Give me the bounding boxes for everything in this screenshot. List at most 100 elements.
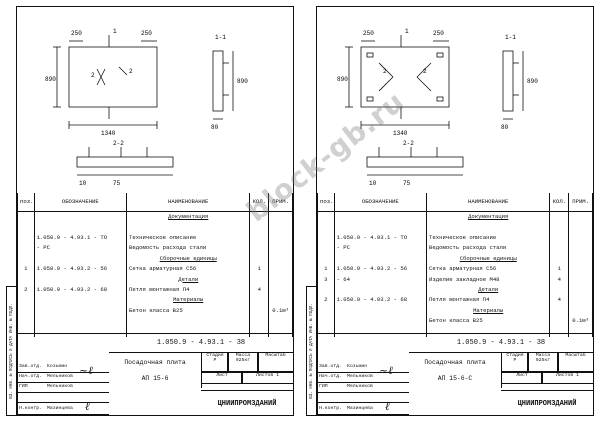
spec-cell-pos (17, 232, 35, 244)
spec-cell-name: Техническое описание (426, 232, 551, 244)
sheets-cell: Листов 1 (241, 372, 294, 384)
spec-cell-qty: 4 (549, 295, 570, 306)
dim-offset-right: 250 (433, 30, 444, 37)
spec-cell-note (568, 211, 593, 223)
strip-dim-left: 10 (369, 180, 377, 187)
rebar-mark-2: 2 (423, 68, 427, 75)
spec-cell-code (33, 222, 128, 233)
title-block-left: 1.050.9 - 4.93.1 - 38 Зав.отд.Козьмин На… (17, 333, 294, 416)
spec-cell-pos: 3 (317, 274, 335, 285)
spec-cell-qty (549, 222, 570, 233)
spec-cell-qty: 4 (249, 284, 270, 296)
spec-cell-qty: 1 (549, 263, 570, 275)
rebar-mark: 2 (383, 68, 387, 75)
doc-code: 1.050.9 - 4.93.1 - 38 (109, 334, 293, 353)
section-mark: 1 (405, 28, 409, 35)
rebar-mark: 2 (91, 72, 95, 79)
spec-row (317, 326, 593, 337)
sheet-cell: Лист (501, 372, 543, 384)
header-qty: КОЛ. (549, 193, 570, 212)
spec-header-row: поз. ОБОЗНАЧЕНИЕ НАИМЕНОВАНИЕ КОЛ. ПРИМ. (317, 193, 593, 212)
spec-row: Документация (17, 211, 293, 223)
side-strip-right: ВЗ. ИНВ. № ПОДПИСЬ И ДАТА ИНВ. № ПОДЛ. (306, 286, 318, 416)
spec-cell-qty (249, 295, 270, 306)
spec-cell-qty: 1 (249, 263, 270, 275)
spec-cell-name: Документация (426, 211, 551, 223)
spec-cell-note (268, 232, 293, 244)
spec-cell-qty (549, 326, 570, 337)
spec-cell-name: Сборочные единицы (126, 253, 251, 264)
spec-cell-qty (249, 326, 270, 337)
spec-cell-note (568, 295, 593, 306)
header-note: ПРИМ. (568, 193, 593, 212)
spec-cell-code: - РС (333, 243, 428, 254)
spec-cell-qty (549, 232, 570, 244)
spec-cell-qty (249, 274, 270, 285)
signature: ~ℓ (379, 364, 393, 377)
section-label: 1-1 (215, 34, 226, 41)
spec-cell-pos: 1 (317, 263, 335, 275)
spec-cell-note (568, 305, 593, 316)
drawing-plan-right: 250 250 1 1340 890 2 2 1-1 890 80 2-2 10… (337, 28, 538, 187)
person-row: Нач.отд.Мельников (317, 372, 409, 383)
spec-cell-code (33, 326, 128, 337)
header-code: ОБОЗНАЧЕНИЕ (33, 193, 128, 212)
signature: ℓ (385, 400, 390, 413)
spec-cell-pos (317, 211, 335, 223)
section-width: 80 (211, 124, 219, 131)
person-row: Н.контр.Мазинцева (317, 404, 409, 415)
spec-cell-name: Ведомость расхода стали (126, 243, 251, 254)
spec-cell-code (333, 284, 428, 296)
spec-cell-qty (249, 315, 270, 327)
spec-cell-note (568, 326, 593, 337)
spec-table-left: поз. ОБОЗНАЧЕНИЕ НАИМЕНОВАНИЕ КОЛ. ПРИМ.… (17, 193, 293, 337)
strip-label: 2-2 (403, 140, 414, 147)
spec-cell-pos (317, 222, 335, 233)
spec-cell-code (333, 305, 428, 316)
spec-cell-note (268, 222, 293, 233)
spec-row: Материалы (317, 305, 593, 316)
spec-cell-name: Сетка арматурная С56 (426, 263, 551, 275)
spec-cell-note (268, 284, 293, 296)
spec-cell-name: Детали (426, 284, 551, 296)
sheet-left: 250 250 1 1340 890 2 2 1-1 890 80 2-2 10… (16, 6, 294, 416)
sheets-cell: Листов 1 (541, 372, 594, 384)
spec-cell-pos (17, 243, 35, 254)
spec-cell-code (333, 211, 428, 223)
section-label: 1-1 (505, 34, 516, 41)
product-name: Посадочная плита АП 15-6 (109, 352, 202, 388)
side-strip-text: ВЗ. ИНВ. № ПОДПИСЬ И ДАТА ИНВ. № ПОДЛ. (10, 303, 14, 399)
spec-cell-note (268, 263, 293, 275)
header-name: НАИМЕНОВАНИЕ (126, 193, 251, 212)
dim-plan-width: 1340 (101, 130, 116, 137)
spec-cell-pos (17, 305, 35, 316)
dim-offset-left: 250 (363, 30, 374, 37)
spec-row: Сборочные единицы (317, 253, 593, 264)
spec-row (17, 222, 293, 233)
spec-cell-qty (549, 305, 570, 316)
spec-cell-pos (317, 284, 335, 296)
person-row (317, 392, 409, 403)
person-row (17, 392, 109, 403)
dim-offset-right: 250 (141, 30, 152, 37)
spec-cell-note (268, 274, 293, 285)
header-name: НАИМЕНОВАНИЕ (426, 193, 551, 212)
sheet-cell: Лист (201, 372, 243, 384)
spec-cell-name (126, 326, 251, 337)
strip-dim-mid: 75 (113, 180, 121, 187)
spec-row (17, 326, 293, 337)
section-width: 80 (501, 124, 509, 131)
spec-cell-name: Петля монтажная П4 (426, 295, 551, 306)
spec-cell-name: Материалы (126, 295, 251, 306)
spec-cell-name: Бетон класса B25 (426, 315, 551, 327)
